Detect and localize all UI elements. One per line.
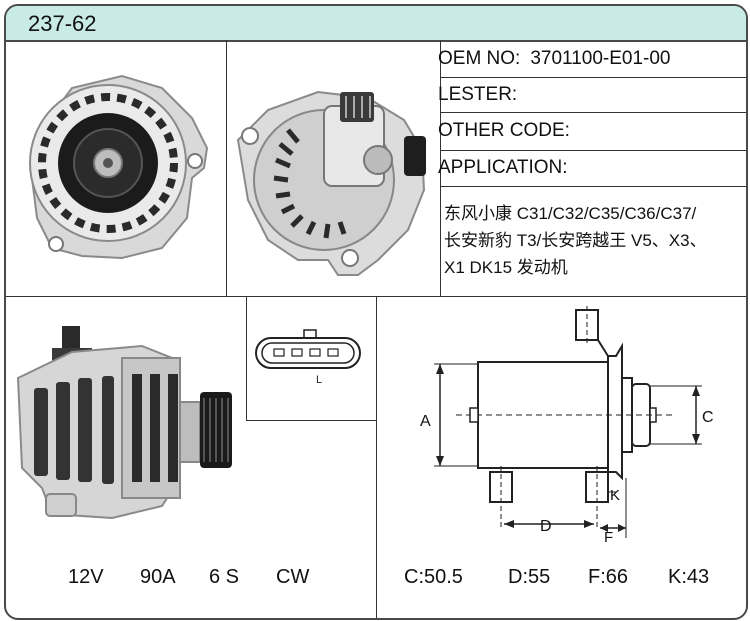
- dim-label-a: A: [420, 413, 431, 430]
- spec-divider-3: [440, 150, 746, 151]
- divider-h-plug: [246, 420, 376, 421]
- dim-label-k: K: [610, 487, 620, 504]
- dimension-diagram: A C K D F: [420, 306, 714, 546]
- application-line: 东风小康 C31/C32/C35/C36/C37/: [444, 204, 697, 223]
- application-line: X1 DK15 发动机: [444, 258, 568, 277]
- current-value: 90A: [140, 566, 176, 588]
- rotation-value: CW: [276, 566, 310, 588]
- voltage-value: 12V: [68, 566, 104, 588]
- model-number: 237-62: [28, 11, 97, 36]
- spec-application-label: APPLICATION:: [438, 157, 568, 178]
- pulley-value: 6 S: [209, 566, 240, 588]
- divider-v2: [440, 40, 441, 296]
- spec-lester: LESTER:: [438, 84, 740, 106]
- application-line: 长安新豹 T3/长安跨越王 V5、X3、: [444, 231, 707, 250]
- plug-diagram: L: [255, 329, 361, 386]
- spec-divider-1: [440, 77, 746, 78]
- plug-pin-label: L: [316, 374, 322, 386]
- spec-other-code-label: OTHER CODE:: [438, 120, 570, 141]
- application-text: 东风小康 C31/C32/C35/C36/C37/ 长安新豹 T3/长安跨越王 …: [444, 200, 740, 281]
- dim-f-value: F:66: [588, 566, 629, 588]
- alternator-front-photo: [29, 74, 209, 260]
- spec-divider-4: [440, 186, 746, 187]
- alternator-side-photo: [16, 326, 232, 520]
- dim-label-f: F: [604, 529, 613, 546]
- spec-divider-2: [440, 112, 746, 113]
- header-bar: 237-62: [6, 6, 746, 42]
- divider-v4: [376, 296, 377, 618]
- spec-application: APPLICATION:: [438, 157, 740, 179]
- spec-oem: OEM NO: 3701100-E01-00: [438, 48, 740, 70]
- spec-oem-label: OEM NO:: [438, 48, 521, 69]
- alternator-rear-photo: [236, 90, 426, 276]
- divider-v3: [246, 296, 247, 420]
- spec-other-code: OTHER CODE:: [438, 120, 740, 142]
- dim-c-value: C:50.5: [404, 566, 463, 588]
- divider-v1: [226, 40, 227, 296]
- spec-oem-value: 3701100-E01-00: [530, 48, 671, 69]
- dim-d-value: D:55: [508, 566, 551, 588]
- dim-label-c: C: [702, 409, 714, 426]
- dim-k-value: K:43: [668, 566, 710, 588]
- spec-lester-label: LESTER:: [438, 84, 518, 105]
- dim-label-d: D: [540, 518, 552, 535]
